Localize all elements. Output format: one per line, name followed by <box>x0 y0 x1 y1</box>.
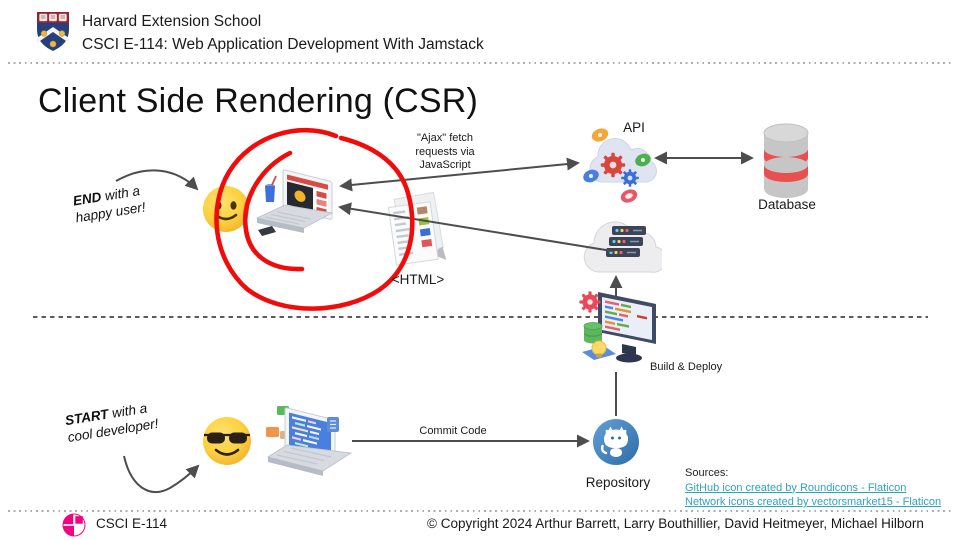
build-monitor-icon <box>579 291 656 363</box>
build-deploy-label: Build & Deploy <box>650 361 723 373</box>
header-divider <box>8 62 952 64</box>
source-link-github[interactable]: GitHub icon created by Roundicons - Flat… <box>685 481 907 494</box>
section-divider <box>33 316 928 318</box>
viewer-laptop-icon <box>255 169 334 236</box>
api-label: API <box>623 120 645 135</box>
html-label: <HTML> <box>391 272 445 287</box>
start-note-arrow <box>123 455 200 493</box>
start-note: START with a cool developer! <box>63 400 160 445</box>
commit-code-label: Commit Code <box>419 425 487 437</box>
source-link-network[interactable]: Network icons created by vectorsmarket15… <box>685 496 942 508</box>
sources-heading: Sources: <box>685 467 729 479</box>
github-icon <box>593 419 639 465</box>
hosting-cloud-icon <box>583 221 662 273</box>
html-document-icon <box>387 192 447 266</box>
header-school: Harvard Extension School <box>82 13 262 30</box>
developer-laptop-icon <box>266 406 353 476</box>
happy-user-emoji-icon <box>203 186 249 232</box>
jamstack-logo-icon <box>62 513 86 537</box>
ajax-label: "Ajax" fetch requests via JavaScript <box>415 132 475 171</box>
sources-block: Sources: GitHub icon created by Roundico… <box>685 466 941 510</box>
html-delivery-arrow <box>338 202 613 252</box>
end-note: END with a happy user! <box>71 183 147 225</box>
header-course: CSCI E-114: Web Application Development … <box>82 35 484 53</box>
database-icon <box>763 123 809 198</box>
harvard-shield-icon <box>37 12 69 51</box>
footer-course-code: CSCI E-114 <box>96 516 168 531</box>
page-title: Client Side Rendering (CSR) <box>38 82 479 120</box>
cool-developer-emoji-icon <box>203 417 251 465</box>
footer-copyright: © Copyright 2024 Arthur Barrett, Larry B… <box>427 516 924 531</box>
database-label: Database <box>758 197 816 212</box>
footer-divider <box>8 510 952 512</box>
repository-label: Repository <box>585 475 651 490</box>
api-cloud-icon <box>583 128 657 203</box>
